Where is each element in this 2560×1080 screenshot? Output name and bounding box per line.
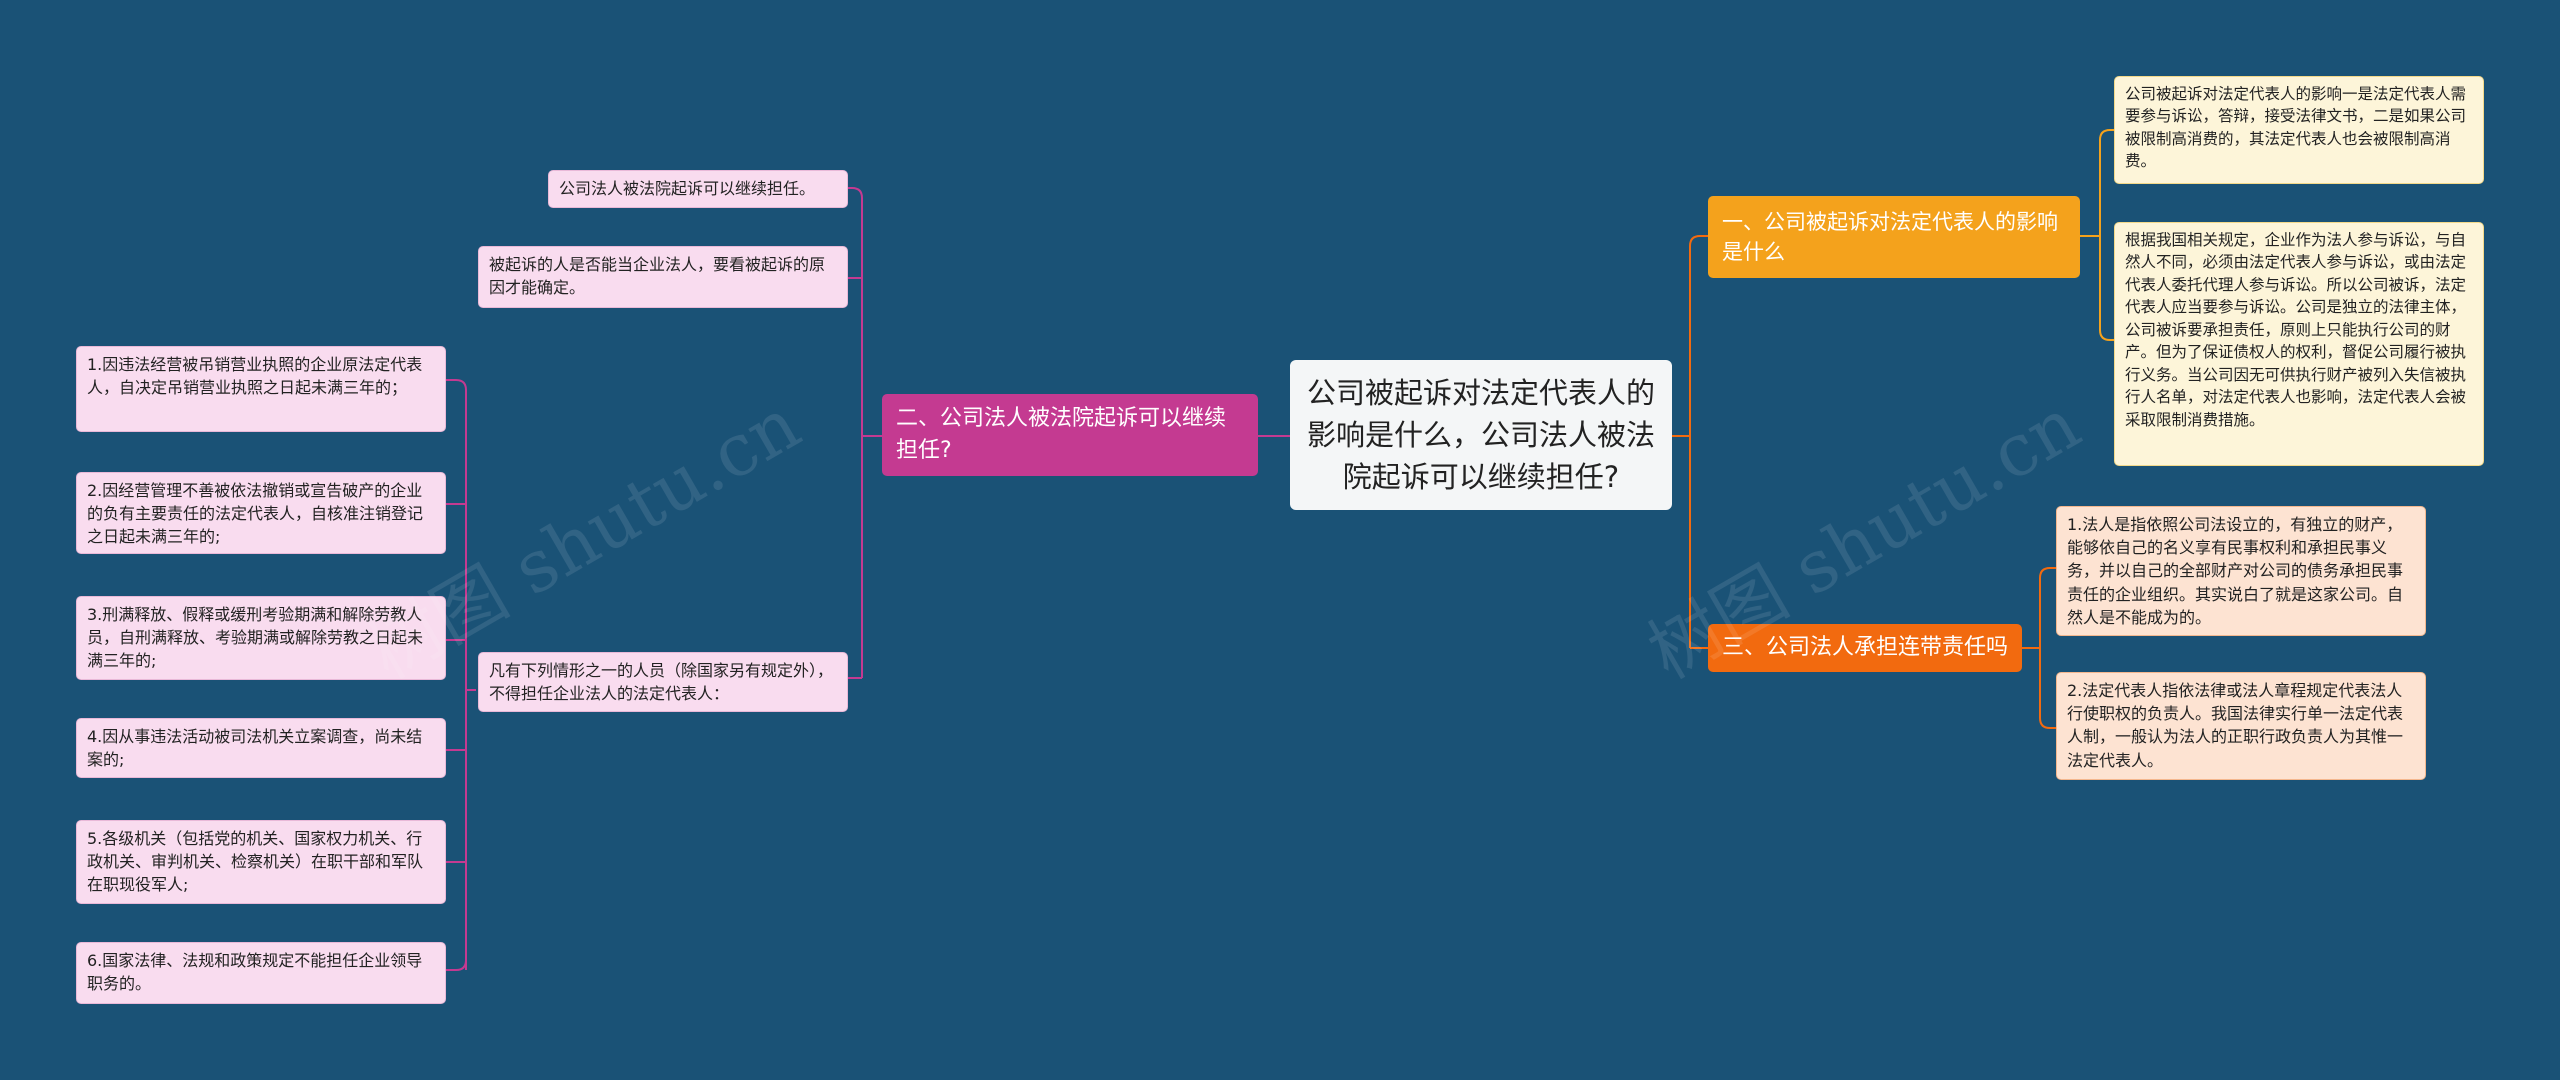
- branch-r1-title: 一、公司被起诉对法定代表人的影响是什么: [1722, 209, 2058, 264]
- list-item[interactable]: 2.法定代表人指依法律或法人章程规定代表法人行使职权的负责人。我国法律实行单一法…: [2056, 672, 2426, 780]
- link-r1-items: [2080, 129, 2114, 341]
- list-item[interactable]: 6.国家法律、法规和政策规定不能担任企业领导职务的。: [76, 942, 446, 1004]
- branch-r1-node[interactable]: 一、公司被起诉对法定代表人的影响是什么: [1708, 196, 2080, 278]
- list-item[interactable]: 公司被起诉对法定代表人的影响一是法定代表人需要参与诉讼，答辩，接受法律文书，二是…: [2114, 76, 2484, 184]
- link-left-items: [848, 187, 882, 679]
- list-item[interactable]: 1.因违法经营被吊销营业执照的企业原法定代表人，自决定吊销营业执照之日起未满三年…: [76, 346, 446, 432]
- branch-r3-title: 三、公司法人承担连带责任吗: [1722, 635, 2009, 661]
- branch-left-title: 二、公司法人被法院起诉可以继续担任?: [896, 406, 1227, 463]
- root-text: 公司被起诉对法定代表人的影响是什么，公司法人被法院起诉可以继续担任?: [1306, 375, 1655, 495]
- list-item[interactable]: 公司法人被法院起诉可以继续担任。: [548, 170, 848, 208]
- list-item[interactable]: 被起诉的人是否能当企业法人，要看被起诉的原因才能确定。: [478, 246, 848, 308]
- list-item[interactable]: 4.因从事违法活动被司法机关立案调查，尚未结案的;: [76, 718, 446, 778]
- root-node[interactable]: 公司被起诉对法定代表人的影响是什么，公司法人被法院起诉可以继续担任?: [1290, 360, 1672, 510]
- link-subitems: [446, 379, 476, 971]
- list-item[interactable]: 2.因经营管理不善被依法撤销或宣告破产的企业的负有主要责任的法定代表人，自核准注…: [76, 472, 446, 554]
- list-item[interactable]: 根据我国相关规定，企业作为法人参与诉讼，与自然人不同，必须由法定代表人参与诉讼，…: [2114, 222, 2484, 466]
- branch-left-node[interactable]: 二、公司法人被法院起诉可以继续担任?: [882, 394, 1258, 476]
- list-item[interactable]: 1.法人是指依照公司法设立的，有独立的财产，能够依自己的名义享有民事权利和承担民…: [2056, 506, 2426, 636]
- link-root-right: [1672, 235, 1708, 649]
- list-item[interactable]: 凡有下列情形之一的人员（除国家另有规定外），不得担任企业法人的法定代表人：: [478, 652, 848, 712]
- list-item[interactable]: 3.刑满释放、假释或缓刑考验期满和解除劳教人员，自刑满释放、考验期满或解除劳教之…: [76, 596, 446, 680]
- link-r3-items: [2022, 567, 2056, 729]
- list-item[interactable]: 5.各级机关（包括党的机关、国家权力机关、行政机关、审判机关、检察机关）在职干部…: [76, 820, 446, 904]
- branch-r3-node[interactable]: 三、公司法人承担连带责任吗: [1708, 624, 2022, 672]
